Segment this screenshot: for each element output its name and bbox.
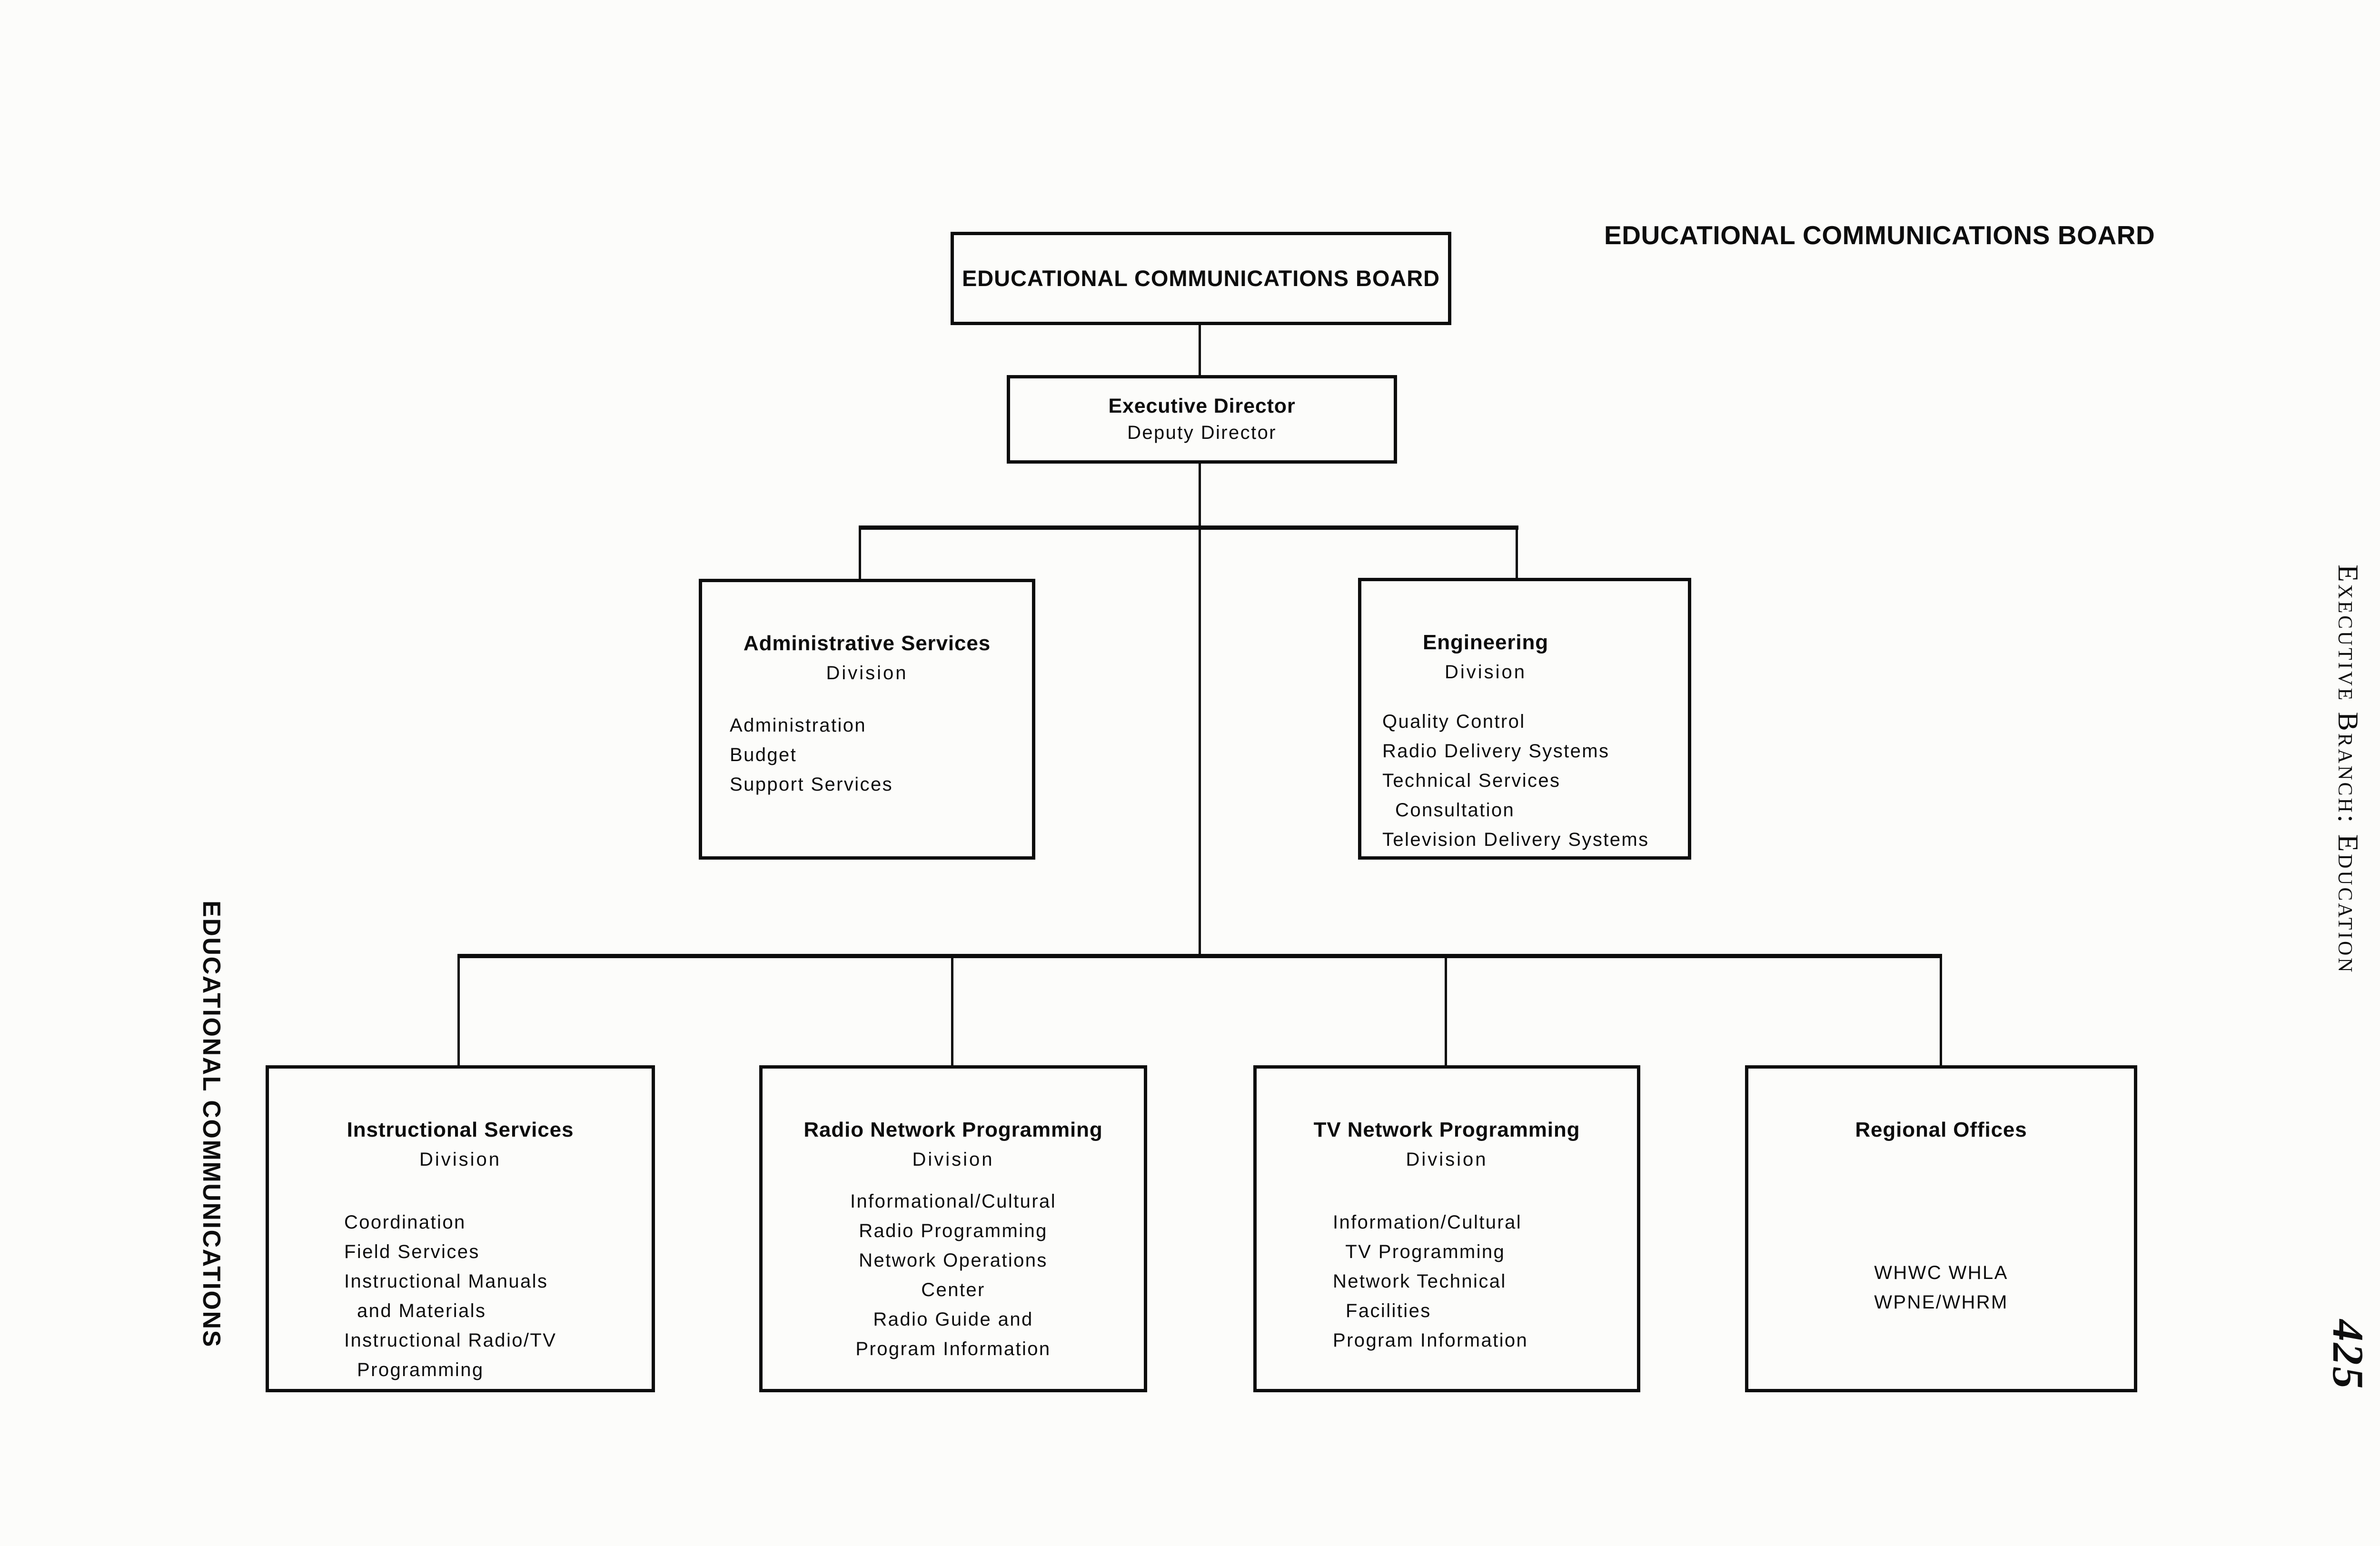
node-head: Engineering Division	[1322, 628, 1649, 687]
org-unit-item: Program Information	[1333, 1330, 1528, 1351]
org-unit-item: Instructional Manuals	[344, 1271, 548, 1292]
node-subtitle: Division	[419, 1149, 502, 1170]
node-executive-director: Executive Director Deputy Director	[1007, 375, 1397, 464]
connector-board-to-director	[1199, 325, 1201, 376]
org-unit-item: Radio Delivery Systems	[1382, 741, 1610, 762]
org-unit-item: TV Programming	[1333, 1241, 1506, 1262]
org-unit-item: Program Information	[855, 1338, 1051, 1359]
org-unit-item: Radio Programming	[859, 1220, 1048, 1241]
connector-director-trunk	[1199, 464, 1201, 958]
org-unit-item: Center	[921, 1279, 985, 1300]
org-unit-item: Support Services	[730, 774, 893, 795]
connector-drop-tv	[1445, 954, 1447, 1066]
node-head: Regional Offices	[1748, 1115, 2134, 1145]
node-subtitle: Deputy Director	[1127, 422, 1277, 443]
node-subtitle: Division	[1406, 1149, 1488, 1170]
side-label-executive-branch-education: Executive Branch: Education	[2332, 565, 2364, 975]
node-unit-list: WHWC WHLA WPNE/WHRM	[1874, 1258, 2008, 1317]
node-educational-communications-board: EDUCATIONAL COMMUNICATIONS BOARD	[951, 232, 1451, 325]
org-unit-item: Technical Services	[1382, 770, 1561, 791]
connector-drop-engineering	[1516, 525, 1518, 579]
side-label-educational-communications: EDUCATIONAL COMMUNICATIONS	[198, 901, 225, 1348]
node-subtitle: Division	[826, 663, 908, 684]
org-unit-item: Informational/Cultural	[850, 1191, 1056, 1212]
node-tv-network-programming-division: TV Network Programming Division Informat…	[1253, 1065, 1640, 1392]
org-unit-item: Coordination	[344, 1212, 466, 1233]
org-unit-item: Network Operations	[859, 1250, 1048, 1271]
connector-branch-row-2	[458, 954, 1942, 958]
node-administrative-services-division: Administrative Services Division Adminis…	[699, 579, 1035, 860]
org-unit-item: Consultation	[1382, 800, 1515, 821]
node-title: Administrative Services	[743, 632, 991, 655]
org-unit-item: Television Delivery Systems	[1382, 829, 1649, 850]
org-unit-item: Radio Guide and	[873, 1309, 1033, 1330]
node-instructional-services-division: Instructional Services Division Coordina…	[266, 1065, 655, 1392]
org-unit-item: Facilities	[1333, 1300, 1431, 1321]
org-unit-item: Administration	[730, 715, 867, 736]
org-unit-item: WPNE/WHRM	[1874, 1292, 2008, 1313]
connector-drop-instructional	[457, 954, 460, 1066]
org-unit-item: Programming	[344, 1359, 484, 1380]
org-unit-item: WHWC WHLA	[1874, 1262, 2008, 1283]
connector-branch-row-1	[860, 525, 1518, 530]
node-subtitle: Division	[912, 1149, 994, 1170]
node-title: Executive Director	[1108, 395, 1296, 417]
node-subtitle: Division	[1444, 662, 1527, 683]
org-unit-item: and Materials	[344, 1300, 486, 1321]
connector-drop-administrative	[859, 525, 861, 580]
org-unit-item: Budget	[730, 744, 797, 765]
node-head: Instructional Services Division	[269, 1115, 652, 1174]
node-title: Engineering	[1423, 631, 1548, 654]
org-unit-item: Quality Control	[1382, 711, 1526, 732]
node-head: Radio Network Programming Division	[763, 1115, 1144, 1174]
connector-drop-radio	[951, 954, 953, 1066]
node-title: Radio Network Programming	[803, 1118, 1103, 1141]
org-unit-item: Field Services	[344, 1241, 480, 1262]
node-radio-network-programming-division: Radio Network Programming Division Infor…	[759, 1065, 1147, 1392]
node-head: Administrative Services Division	[702, 629, 1032, 688]
node-head: TV Network Programming Division	[1257, 1115, 1637, 1174]
page-header: EDUCATIONAL COMMUNICATIONS BOARD	[1604, 220, 2155, 250]
node-title: Instructional Services	[347, 1118, 574, 1141]
node-title: Regional Offices	[1855, 1118, 2027, 1141]
org-unit-item: Network Technical	[1333, 1271, 1507, 1292]
node-regional-offices: Regional Offices WHWC WHLA WPNE/WHRM	[1745, 1065, 2137, 1392]
org-unit-item: Instructional Radio/TV	[344, 1330, 557, 1351]
org-unit-item: Information/Cultural	[1333, 1212, 1522, 1233]
page-number: 425	[2324, 1319, 2372, 1391]
node-title: TV Network Programming	[1313, 1118, 1580, 1141]
node-title: EDUCATIONAL COMMUNICATIONS BOARD	[962, 266, 1440, 291]
connector-drop-regional	[1940, 954, 1942, 1066]
